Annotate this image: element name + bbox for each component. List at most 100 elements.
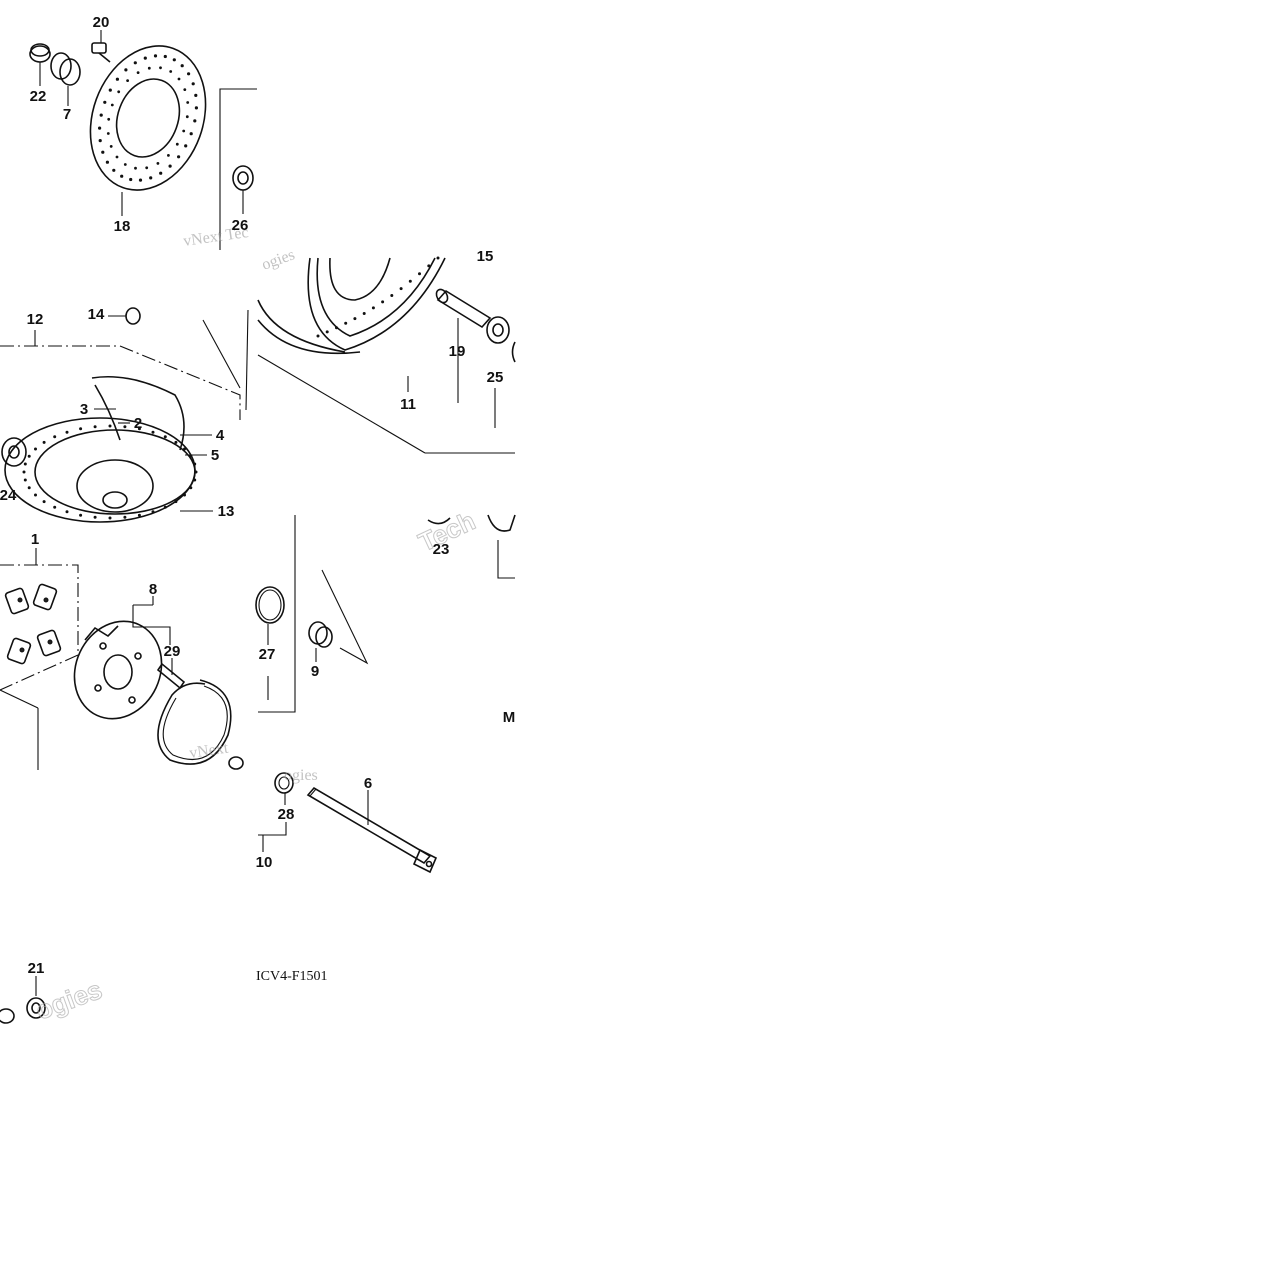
part-callout-23: 23 — [433, 541, 450, 558]
drill-hole — [335, 326, 338, 330]
part-callout-13: 13 — [218, 503, 235, 520]
drill-hole — [399, 287, 403, 291]
part-callout-15: 15 — [477, 248, 494, 265]
flange-part-8 — [73, 596, 171, 720]
watermark-group: vNext Tec ogies Tech vNext ogies ogies — [31, 224, 480, 1026]
drill-hole — [27, 454, 31, 458]
part-callout-6: 6 — [364, 775, 372, 792]
drill-hole — [316, 334, 320, 338]
stud-part-29 — [156, 658, 186, 690]
drill-hole — [145, 166, 149, 170]
collar-part-9 — [308, 621, 333, 662]
bearing-part-25 — [486, 316, 510, 428]
drill-hole — [147, 66, 151, 70]
part-23 — [427, 517, 451, 525]
drill-hole — [108, 424, 112, 428]
bolt-part-20 — [91, 30, 111, 63]
drill-hole — [98, 126, 102, 130]
drill-hole — [156, 162, 160, 165]
drill-hole — [112, 168, 116, 172]
drill-hole — [134, 166, 137, 170]
drill-hole — [194, 106, 198, 110]
drill-hole — [143, 56, 147, 60]
spacer-part-19 — [435, 288, 492, 403]
drill-hole — [362, 312, 366, 315]
drill-hole — [174, 500, 178, 504]
part-callout-8: 8 — [149, 581, 157, 598]
part-callout-18: 18 — [114, 218, 131, 235]
bearing-part-26 — [232, 165, 254, 214]
clip-part — [157, 679, 232, 765]
drill-hole — [159, 171, 163, 175]
part-callout-26: 26 — [232, 217, 249, 234]
drill-hole — [175, 142, 179, 146]
drill-hole — [344, 321, 348, 325]
drill-hole — [151, 510, 155, 514]
drill-hole — [65, 510, 69, 514]
drill-hole — [126, 79, 129, 82]
drill-hole — [180, 64, 184, 68]
drill-hole — [101, 150, 105, 154]
nut-part-21 — [0, 976, 46, 1024]
watermark-text: ogies — [32, 974, 106, 1025]
part-callout-7: 7 — [63, 106, 71, 123]
drill-hole — [151, 430, 155, 434]
watermark-text: vNext — [188, 740, 230, 762]
drill-hole — [53, 435, 57, 439]
watermark-text: ogies — [284, 767, 318, 784]
part-callout-10: 10 — [256, 854, 273, 871]
drill-hole — [109, 145, 113, 148]
part-callout-1: 1 — [31, 531, 39, 548]
drill-hole — [23, 478, 27, 482]
drill-hole — [34, 493, 37, 497]
drill-hole — [182, 129, 186, 133]
drill-hole — [371, 306, 375, 310]
drill-hole — [169, 70, 173, 73]
drill-hole — [193, 462, 197, 466]
part-callout-2: 2 — [134, 415, 142, 432]
part-callout-M: M — [503, 709, 516, 726]
drill-hole — [183, 447, 186, 451]
drill-hole — [93, 515, 97, 519]
drill-hole — [93, 425, 97, 429]
drill-hole — [153, 54, 158, 58]
hub-part — [487, 514, 516, 579]
drill-hole — [65, 430, 69, 434]
drill-hole — [427, 264, 431, 268]
drill-hole — [177, 155, 181, 159]
drill-hole — [137, 513, 141, 517]
drill-hole — [108, 88, 112, 92]
drill-hole — [408, 279, 412, 283]
drill-hole — [115, 77, 119, 81]
drill-hole — [42, 500, 46, 504]
drill-hole — [189, 132, 193, 136]
part-callout-19: 19 — [449, 343, 466, 360]
drill-hole — [129, 177, 133, 182]
drill-hole — [105, 160, 109, 164]
drill-hole — [353, 317, 357, 321]
drill-hole — [163, 54, 167, 59]
drill-hole — [177, 77, 181, 81]
drill-hole — [115, 155, 119, 159]
nut-part-22 — [29, 43, 51, 86]
drill-hole — [79, 427, 83, 431]
part-callout-21: 21 — [28, 960, 45, 977]
drill-hole — [110, 103, 114, 107]
part-callout-20: 20 — [93, 14, 110, 31]
drill-hole — [108, 516, 112, 520]
drill-hole — [120, 174, 124, 178]
drill-hole — [183, 88, 187, 91]
part-callout-27: 27 — [259, 646, 276, 663]
drill-hole — [184, 144, 188, 148]
drill-hole — [149, 176, 153, 180]
drill-hole — [106, 132, 110, 135]
drill-hole — [193, 119, 197, 123]
drill-hole — [163, 435, 167, 439]
drill-hole — [79, 513, 83, 517]
wheel-assembly-part-12 — [0, 319, 241, 523]
drill-hole — [174, 440, 178, 444]
drill-hole — [390, 294, 394, 297]
drill-hole — [133, 61, 137, 65]
watermark-text: ogies — [260, 246, 298, 274]
